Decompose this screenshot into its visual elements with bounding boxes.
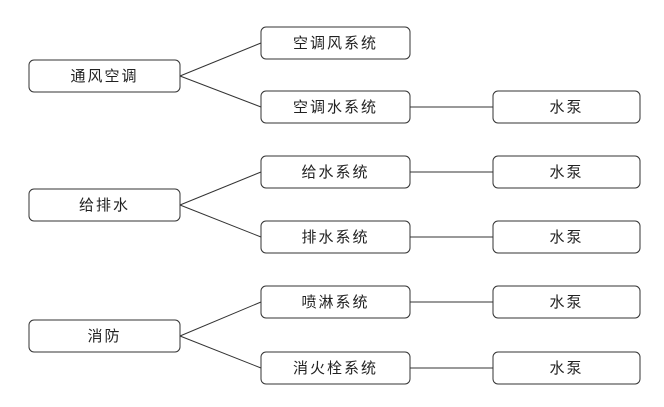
node-drainage-system — [260, 220, 411, 254]
group-water-supply-drainage: 给排水 给水系统 排水系统 水泵 水泵 — [28, 155, 641, 254]
node-sprinkler-system-label: 喷淋系统 — [301, 293, 369, 311]
node-ac-air-system — [260, 26, 411, 60]
node-fire-protection-label: 消防 — [87, 327, 121, 345]
node-hydrant-system — [260, 351, 411, 385]
node-pump-3-label: 水泵 — [549, 228, 583, 246]
node-pump-1-label: 水泵 — [549, 98, 583, 116]
node-water-supply-drainage-label: 给排水 — [79, 196, 130, 214]
edge-fire-to-hydrant — [179, 335, 262, 369]
edge-ventilation-to-water-system — [179, 75, 262, 108]
node-ac-air-system-label: 空调风系统 — [293, 34, 378, 52]
node-pump-5 — [492, 351, 641, 385]
node-water-supply-system — [260, 155, 411, 189]
node-pump-4 — [492, 285, 641, 319]
node-ac-water-system — [260, 90, 411, 124]
node-pump-3 — [492, 220, 641, 254]
node-pump-4-label: 水泵 — [549, 293, 583, 311]
edge-ventilation-to-air-system — [179, 42, 262, 77]
node-water-supply-drainage — [28, 188, 181, 222]
group-fire-protection: 消防 喷淋系统 消火栓系统 水泵 水泵 — [28, 285, 641, 385]
node-sprinkler-system — [260, 285, 411, 319]
node-water-supply-system-label: 给水系统 — [301, 163, 369, 181]
edge-drainage-to-drain — [179, 204, 262, 238]
node-hydrant-system-label: 消火栓系统 — [293, 359, 378, 377]
node-ventilation-ac — [28, 59, 181, 93]
node-pump-2 — [492, 155, 641, 189]
node-fire-protection — [28, 319, 181, 353]
node-pump-2-label: 水泵 — [549, 163, 583, 181]
edge-fire-to-sprinkler — [179, 301, 262, 337]
edge-drainage-to-supply — [179, 171, 262, 206]
group-ventilation-ac: 通风空调 空调风系统 空调水系统 水泵 — [28, 26, 641, 124]
node-pump-5-label: 水泵 — [549, 359, 583, 377]
node-pump-1 — [492, 90, 641, 124]
node-ventilation-ac-label: 通风空调 — [70, 67, 138, 85]
node-drainage-system-label: 排水系统 — [301, 228, 369, 246]
node-ac-water-system-label: 空调水系统 — [293, 98, 378, 116]
